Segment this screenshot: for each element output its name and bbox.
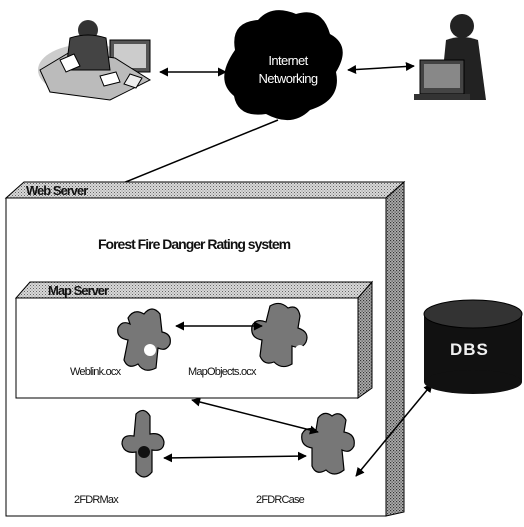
system-title: Forest Fire Danger Rating system — [98, 236, 290, 252]
office-worker-icon — [38, 20, 150, 100]
weblink-label: Weblink.ocx — [70, 366, 120, 378]
internet-label-line1: Internet — [250, 52, 326, 70]
map-server-box — [16, 282, 372, 398]
database-label: DBS — [450, 340, 489, 360]
ffdrmax-label: 2FDRMax — [74, 494, 118, 506]
ffdrcase-label: 2FDRCase — [256, 494, 304, 506]
remote-user-icon — [414, 14, 486, 100]
mapobjects-label: MapObjects.ocx — [188, 366, 256, 378]
internet-label: Internet Networking — [250, 52, 326, 88]
internet-user-arrow — [348, 66, 414, 70]
internet-label-line2: Networking — [250, 70, 326, 88]
map-server-label: Map Server — [48, 283, 108, 298]
web-server-label: Web Server — [26, 183, 87, 198]
